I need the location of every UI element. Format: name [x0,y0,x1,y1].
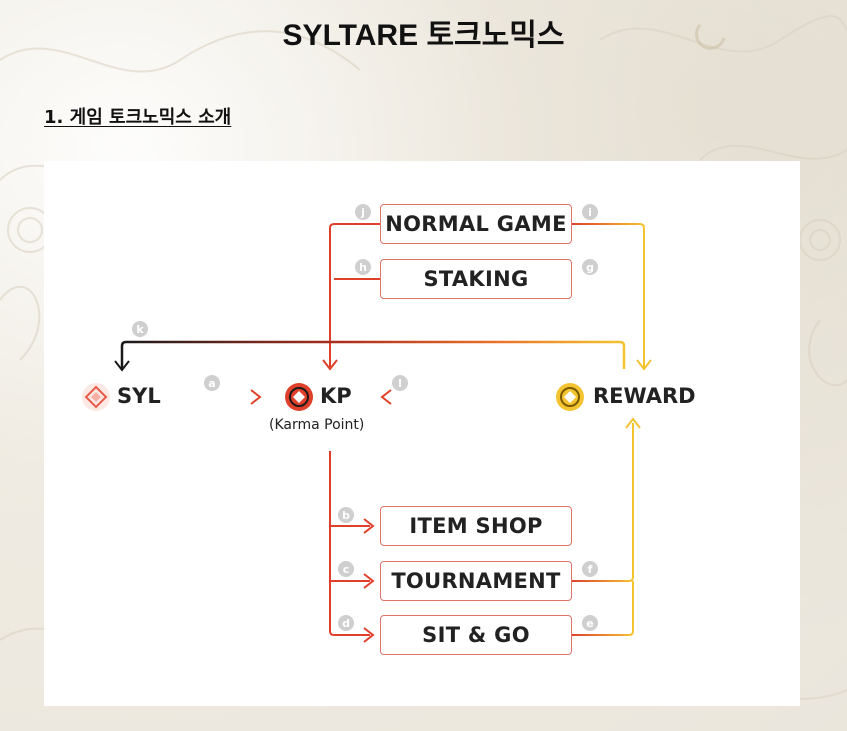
syl-diamond-icon [82,383,110,411]
edge-i [572,223,645,369]
box-sit-and-go: SIT & GO [380,615,572,655]
box-item-shop: ITEM SHOP [380,506,572,546]
kp-coin-icon [285,383,313,411]
badge-h: h [355,259,371,275]
arrow-into-syl [114,360,130,372]
arrow-l-head [380,389,392,405]
reward-coin-icon [556,383,584,411]
edge-e [572,581,634,636]
tokenomics-diagram: NORMAL GAME STAKING ITEM SHOP TOURNAMENT… [44,161,800,706]
page-title: SYLTARE 토크노믹스 [282,19,565,52]
badge-a: a [204,375,220,391]
badge-j: j [355,204,371,220]
arrow-into-reward-top [636,359,652,371]
box-staking: STAKING [380,259,572,299]
box-normal-game-label: NORMAL GAME [385,212,567,236]
node-kp-label: KP [320,384,352,408]
section-heading: 1. 게임 토크노믹스 소개 [44,107,232,128]
node-reward-label: REWARD [593,384,696,408]
arrow-a-head [250,389,262,405]
box-item-shop-label: ITEM SHOP [409,514,543,538]
edge-kp-down [329,451,370,636]
badge-f: f [582,561,598,577]
edge-f [572,423,634,582]
badge-l: l [392,375,408,391]
edge-j [329,223,380,367]
arrowheads-shop [363,518,375,643]
badge-d: d [338,615,354,631]
badge-b: b [338,507,354,523]
box-sit-and-go-label: SIT & GO [422,623,530,647]
node-syl-label: SYL [117,384,161,408]
badge-k: k [132,321,148,337]
arrow-into-kp-top [322,359,338,371]
badge-c: c [338,561,354,577]
edge-k [120,340,626,369]
badge-g: g [582,259,598,275]
box-staking-label: STAKING [423,267,529,291]
diagram-connectors [82,223,652,643]
box-normal-game: NORMAL GAME [380,204,572,244]
node-kp-sublabel: (Karma Point) [269,417,365,433]
arrow-into-reward-bottom [625,417,641,429]
badge-e: e [582,615,598,631]
box-tournament: TOURNAMENT [380,561,572,601]
badge-i: i [582,204,598,220]
box-tournament-label: TOURNAMENT [391,569,561,593]
